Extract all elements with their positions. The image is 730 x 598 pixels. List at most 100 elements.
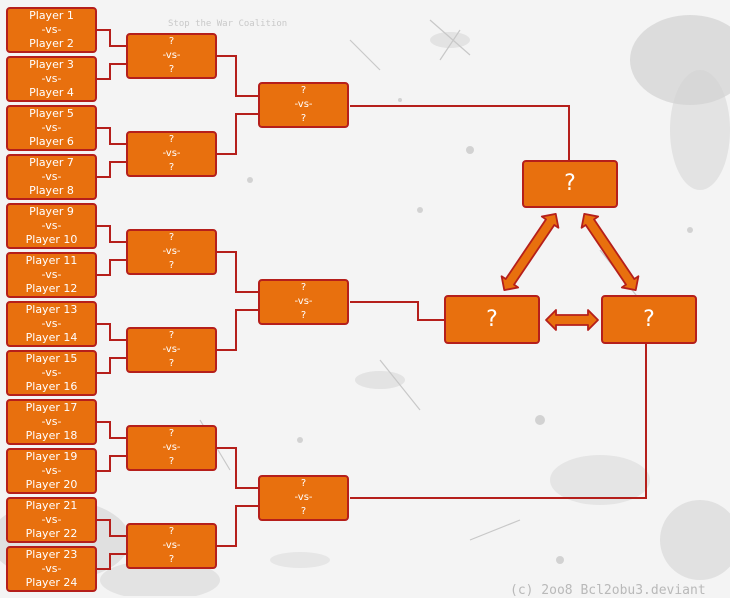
vs-label: -vs- (41, 121, 62, 134)
player-top: ? (300, 85, 307, 96)
watermark-text: Stop the War Coalition (168, 19, 288, 29)
final-left-label: ? (486, 306, 498, 332)
vs-label: -vs- (41, 513, 62, 526)
player-top: Player 7 (29, 156, 74, 169)
connector-r1-9 (97, 421, 127, 439)
vs-label: -vs- (41, 366, 62, 379)
vs-label: -vs- (162, 344, 181, 355)
arrow-top-left (500, 212, 560, 292)
connector-r1-1 (97, 29, 127, 47)
player-top: ? (168, 36, 175, 47)
vs-label: -vs- (41, 170, 62, 183)
credit-text: (c) 2oo8 Bcl2obu3.deviant (510, 583, 706, 598)
player-top: ? (168, 526, 175, 537)
match-r1-5[interactable]: Player 9-vs-Player 10 (6, 203, 97, 249)
connector-r1-11 (97, 519, 127, 537)
vs-label: -vs- (41, 415, 62, 428)
match-r2-2[interactable]: ?-vs-? (126, 131, 217, 177)
final-slot-right[interactable]: ? (601, 295, 697, 344)
player-bottom: Player 10 (25, 233, 78, 246)
connector-r1-7 (97, 323, 127, 341)
final-slot-left[interactable]: ? (444, 295, 540, 344)
vs-label: -vs- (294, 492, 313, 503)
player-bottom: Player 4 (29, 86, 74, 99)
player-top: ? (300, 282, 307, 293)
player-bottom: ? (300, 310, 307, 321)
connector-r2-1 (217, 55, 259, 97)
connector-r1-5 (97, 225, 127, 243)
player-bottom: Player 8 (29, 184, 74, 197)
final-slot-top[interactable]: ? (522, 160, 618, 208)
match-r1-2[interactable]: Player 3-vs-Player 4 (6, 56, 97, 102)
vs-label: -vs- (162, 148, 181, 159)
match-r1-3[interactable]: Player 5-vs-Player 6 (6, 105, 97, 151)
connector-r1-6 (97, 259, 127, 276)
match-r2-5[interactable]: ? -vs-? (126, 425, 217, 471)
player-top: ? (168, 428, 175, 439)
vs-label: -vs- (41, 317, 62, 330)
vs-label: -vs- (162, 50, 181, 61)
player-bottom: Player 18 (25, 429, 78, 442)
player-top: ? (168, 134, 175, 145)
match-r1-12[interactable]: Player 23-vs-Player 24 (6, 546, 97, 592)
player-top: Player 17 (25, 401, 78, 414)
connector-r3-3 (350, 343, 647, 499)
player-bottom: Player 6 (29, 135, 74, 148)
match-r3-2[interactable]: ? -vs-? (258, 279, 349, 325)
player-bottom: ? (168, 456, 175, 467)
match-r2-6[interactable]: ?-vs-? (126, 523, 217, 569)
player-bottom: ? (300, 506, 307, 517)
match-r2-3[interactable]: ?-vs-? (126, 229, 217, 275)
player-top: Player 15 (25, 352, 78, 365)
player-top: Player 5 (29, 107, 74, 120)
match-r3-1[interactable]: ?-vs-? (258, 82, 349, 128)
connector-r2-4 (217, 309, 259, 351)
player-bottom: ? (168, 64, 175, 75)
connector-r1-4 (97, 161, 127, 178)
match-r1-6[interactable]: Player 11-vs-Player 12 (6, 252, 97, 298)
player-top: Player 13 (25, 303, 78, 316)
player-bottom: Player 2 (29, 37, 74, 50)
player-bottom: ? (168, 260, 175, 271)
match-r1-7[interactable]: Player 13-vs-Player 14 (6, 301, 97, 347)
connector-r3-2 (350, 301, 445, 321)
final-right-label: ? (643, 306, 655, 332)
player-bottom: Player 16 (25, 380, 78, 393)
arrow-horizontal (545, 309, 599, 331)
player-top: Player 3 (29, 58, 74, 71)
player-top: Player 19 (25, 450, 78, 463)
vs-label: -vs- (162, 442, 181, 453)
player-top: Player 11 (25, 254, 78, 267)
match-r1-4[interactable]: Player 7-vs-Player 8 (6, 154, 97, 200)
player-bottom: ? (168, 358, 175, 369)
match-r1-8[interactable]: Player 15-vs-Player 16 (6, 350, 97, 396)
vs-label: -vs- (41, 268, 62, 281)
match-r1-10[interactable]: Player 19-vs-Player 20 (6, 448, 97, 494)
connector-r1-12 (97, 553, 127, 570)
connector-r3-1 (350, 105, 570, 160)
match-r1-11[interactable]: Player 21-vs-Player 22 (6, 497, 97, 543)
player-top: ? (168, 232, 175, 243)
match-r1-9[interactable]: Player 17-vs-Player 18 (6, 399, 97, 445)
match-r2-4[interactable]: ?-vs-? (126, 327, 217, 373)
connector-r1-2 (97, 63, 127, 80)
connector-r1-10 (97, 455, 127, 472)
player-top: Player 23 (25, 548, 78, 561)
final-top-label: ? (564, 171, 576, 196)
match-r3-3[interactable]: ?-vs-? (258, 475, 349, 521)
player-bottom: Player 20 (25, 478, 78, 491)
arrow-top-right (580, 212, 640, 292)
connector-r1-3 (97, 127, 127, 145)
match-r1-1[interactable]: Player 1-vs-Player 2 (6, 7, 97, 53)
connector-r2-3 (217, 251, 259, 293)
match-r2-1[interactable]: ? -vs-? (126, 33, 217, 79)
vs-label: -vs- (294, 296, 313, 307)
connector-r2-2 (217, 113, 259, 155)
player-bottom: ? (168, 554, 175, 565)
connector-r2-6 (217, 505, 259, 547)
player-top: Player 1 (29, 9, 74, 22)
connector-r1-8 (97, 357, 127, 374)
vs-label: -vs- (41, 23, 62, 36)
